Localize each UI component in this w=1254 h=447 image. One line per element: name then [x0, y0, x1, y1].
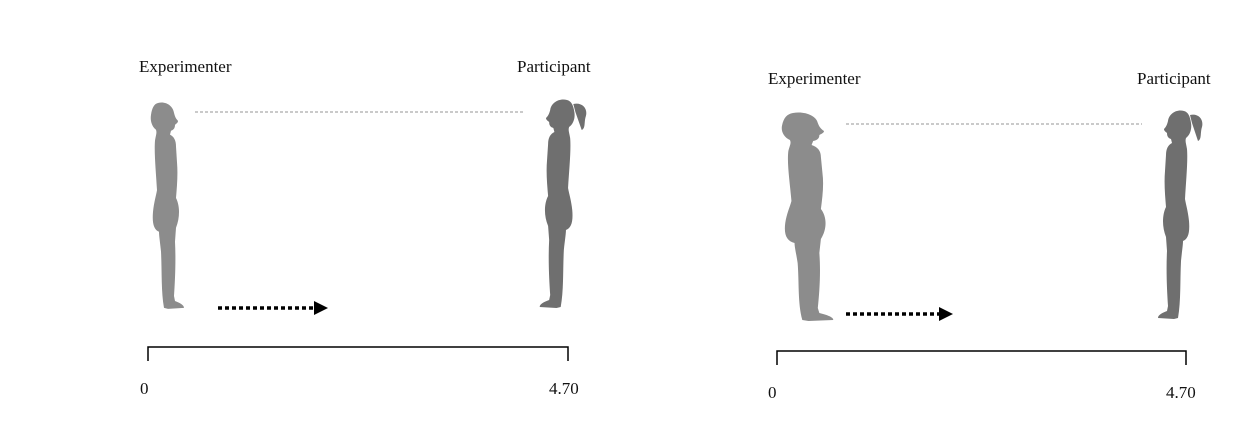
scale-end-label: 4.70 [1166, 383, 1196, 402]
experimenter-label: Experimenter [139, 57, 232, 76]
participant-silhouette-left [539, 99, 587, 308]
panel-left [147, 99, 587, 361]
panel-right [776, 110, 1203, 365]
experimenter-label: Experimenter [768, 69, 861, 88]
distance-scale-left [147, 346, 569, 361]
scale-end-label: 4.70 [549, 379, 579, 398]
participant-silhouette-right [1158, 110, 1203, 319]
participant-label: Participant [517, 57, 591, 76]
participant-label: Participant [1137, 69, 1211, 88]
scale-start-label: 0 [768, 383, 777, 402]
experimenter-silhouette-right [781, 112, 834, 321]
distance-scale-right [776, 350, 1187, 365]
dotted-right-arrow-icon [846, 307, 953, 321]
dotted-right-arrow-icon [218, 301, 328, 315]
experimenter-silhouette-left [150, 102, 184, 309]
scale-start-label: 0 [140, 379, 149, 398]
